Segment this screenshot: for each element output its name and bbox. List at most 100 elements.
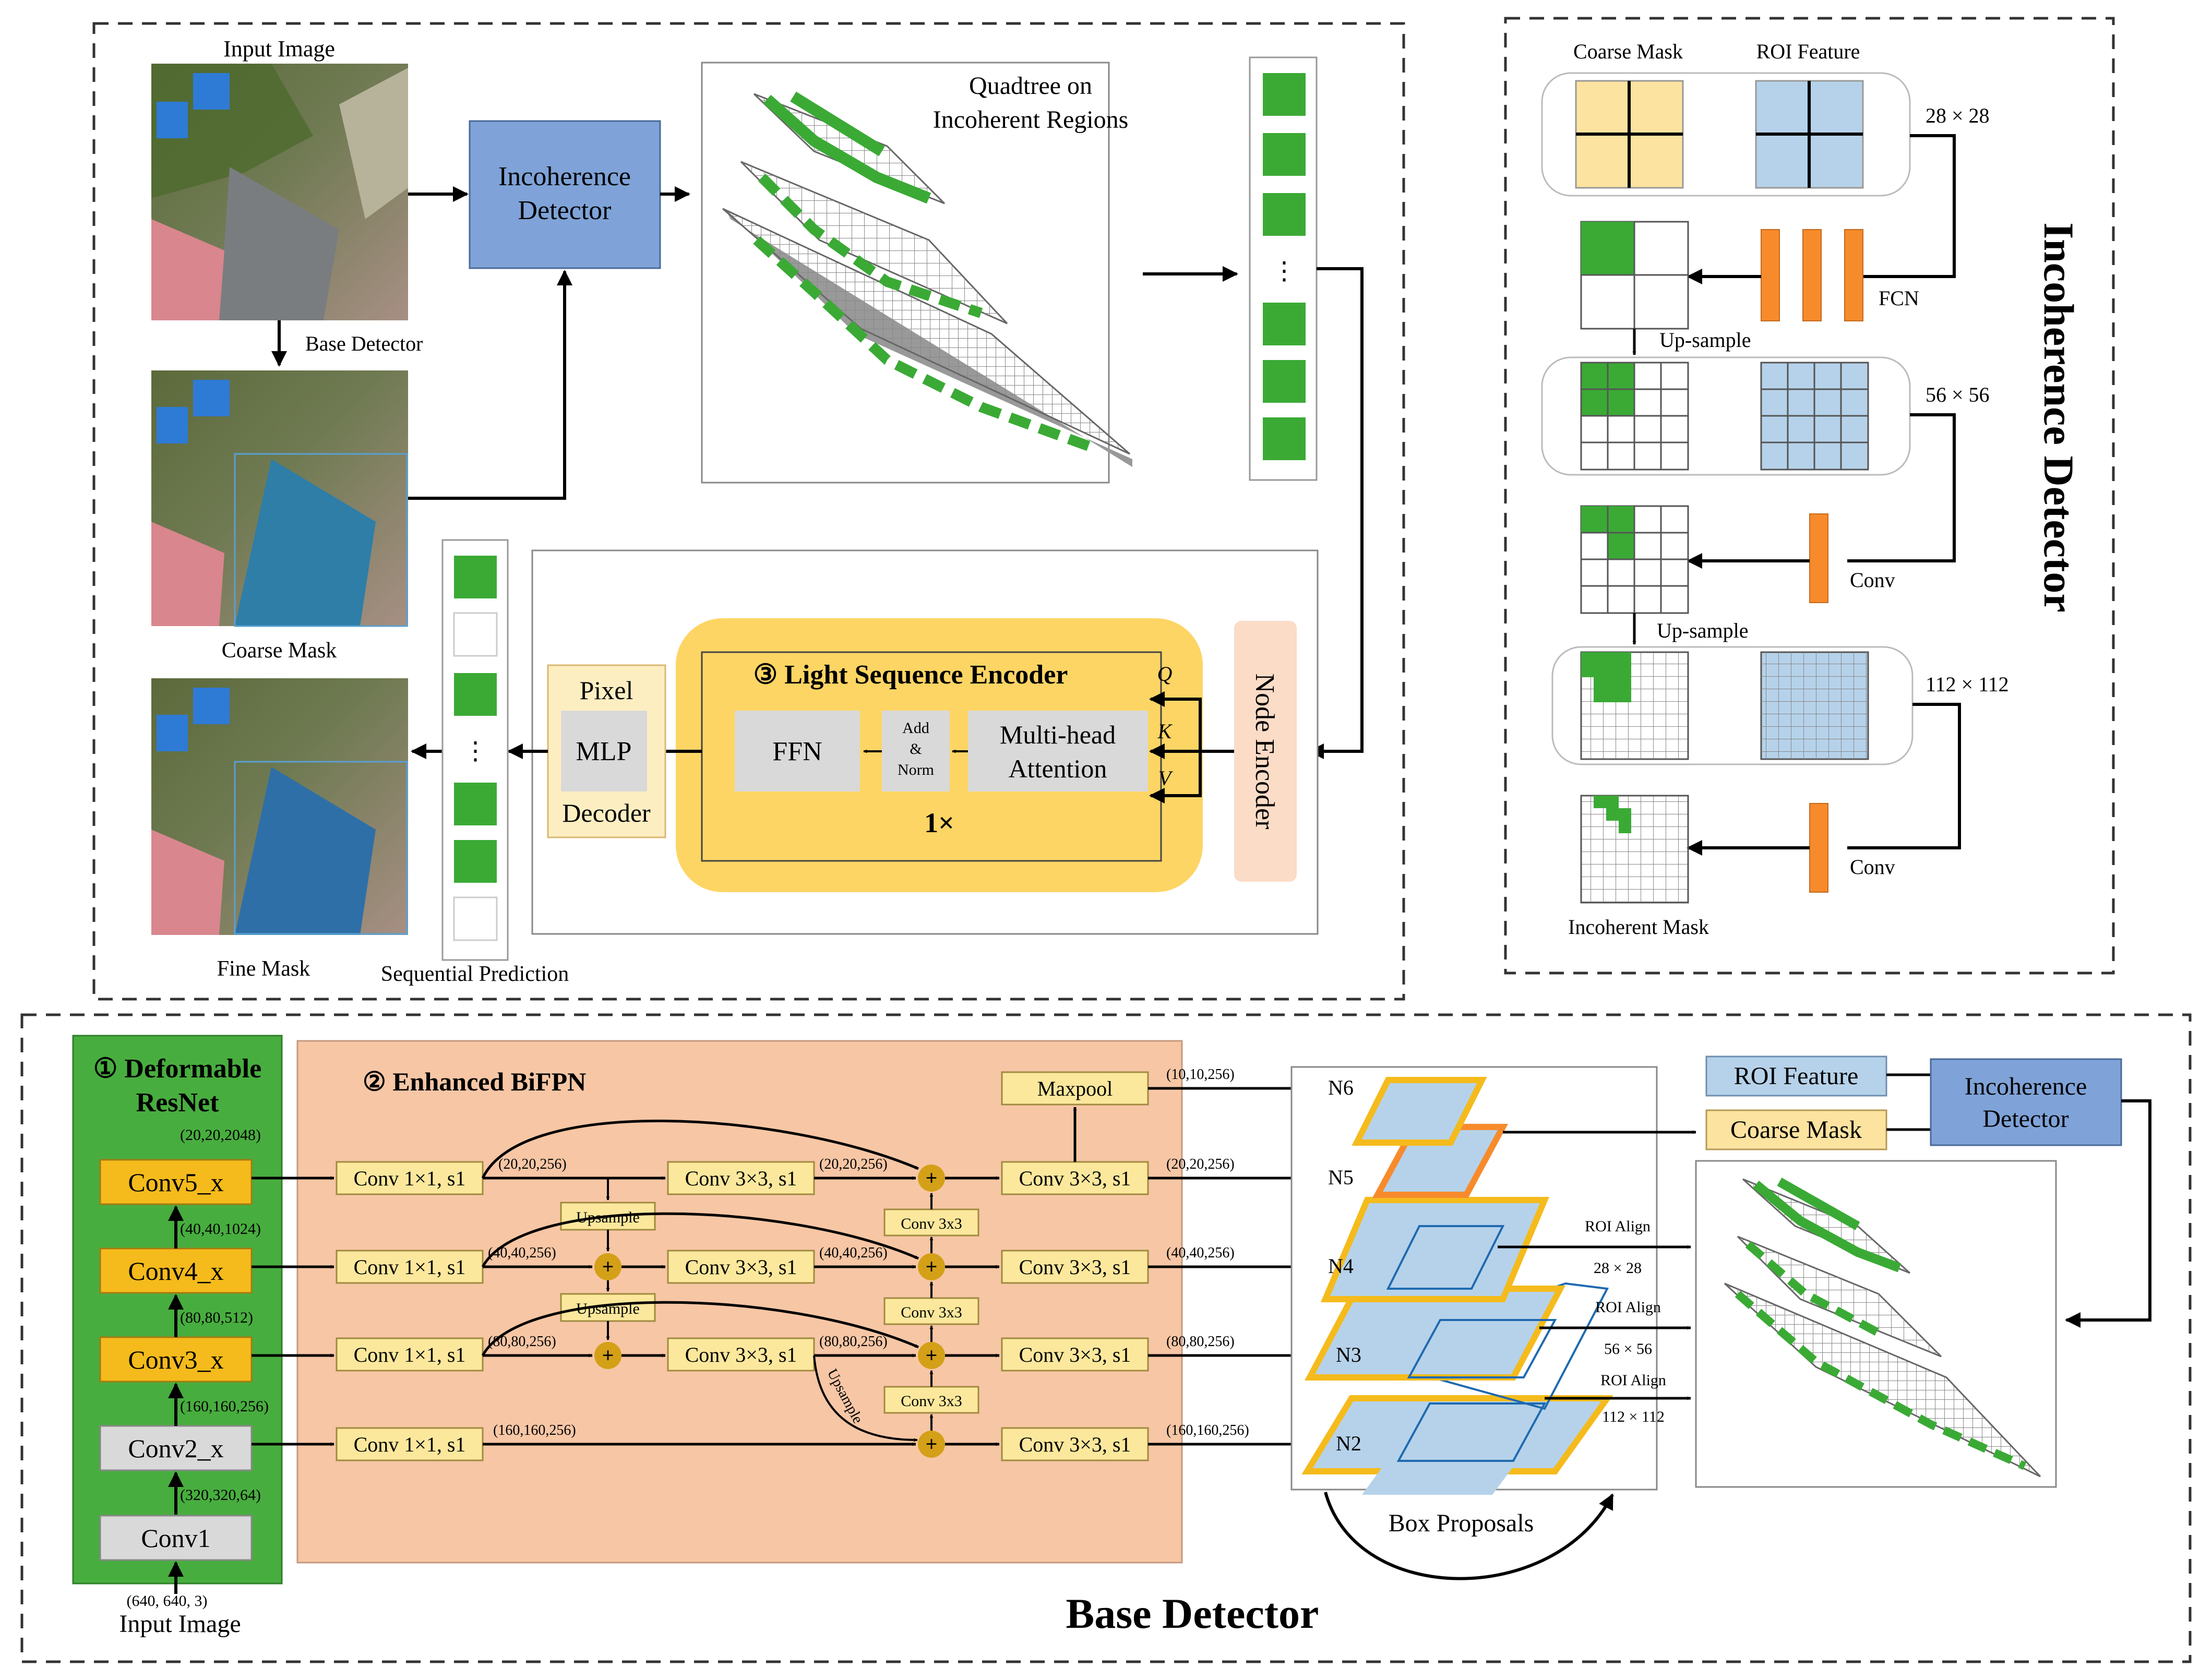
plus-right-4: + xyxy=(926,1255,938,1278)
incoherence-panel-title: Incoherence Detector xyxy=(2035,222,2083,613)
small-conv-b xyxy=(883,1297,979,1325)
fcn-layers xyxy=(1761,229,1863,321)
dim-160-a: (160,160,256) xyxy=(493,1422,576,1438)
node-encoder-box xyxy=(1234,621,1297,882)
node-encoder-label: Node Encoder xyxy=(1250,674,1280,830)
coarse-mask-label: Coarse Mask xyxy=(222,639,337,663)
dim-40-out: (40,40,256) xyxy=(1166,1245,1235,1261)
upsample-2-label: Up-sample xyxy=(1657,619,1749,642)
conv4-label: Conv4_x xyxy=(128,1256,223,1286)
upsample-1-label: Up-sample xyxy=(1659,328,1751,352)
n2-label: N2 xyxy=(1336,1432,1361,1455)
conv1x1-2: Conv 1×1, s1 xyxy=(354,1433,466,1456)
size-112-label: 112 × 112 xyxy=(1926,673,2009,696)
attention-label-2: Attention xyxy=(1009,754,1107,783)
stage2-roi-grid xyxy=(1760,362,1869,471)
dim-80-a: (80,80,256) xyxy=(488,1334,556,1350)
incoherence-detector-box xyxy=(469,120,661,269)
coarse-mask-box xyxy=(1705,1109,1887,1150)
dim-20-a: (20,20,256) xyxy=(498,1156,567,1172)
size-28-label: 28 × 28 xyxy=(1926,104,1990,127)
dim-80-out: (80,80,256) xyxy=(1166,1334,1235,1350)
box-proposals-label: Box Proposals xyxy=(1389,1509,1534,1537)
conv2-box xyxy=(99,1425,253,1471)
dim-40-b: (40,40,256) xyxy=(819,1245,888,1261)
dim-input: (640, 640, 3) xyxy=(127,1592,208,1610)
ffn-label: FFN xyxy=(772,737,822,766)
quadtree-label-1: Quadtree on xyxy=(969,72,1092,100)
mlp-box xyxy=(561,711,647,791)
v-label: V xyxy=(1158,766,1174,790)
pyramid-planes xyxy=(1301,1077,1613,1495)
dim-80-b: (80,80,256) xyxy=(819,1334,888,1350)
incoherence-detector-label-1: Incoherence xyxy=(498,162,631,191)
maxpool-label: Maxpool xyxy=(1037,1077,1113,1100)
node-sequence-items xyxy=(1263,73,1306,460)
k-label: K xyxy=(1157,719,1173,743)
input-image-label: Input Image xyxy=(223,36,335,62)
mid-convs xyxy=(667,1161,815,1372)
conv1-box xyxy=(99,1515,253,1561)
upsample-box-2 xyxy=(560,1293,656,1322)
plus-mid-3 xyxy=(594,1342,621,1369)
mask-2x2 xyxy=(1580,221,1689,330)
conv5-label: Conv5_x xyxy=(128,1168,223,1197)
conv-layer-1 xyxy=(1809,513,1828,603)
incoherent-mask-grid xyxy=(1580,795,1689,904)
roi-feature-label: ROI Feature xyxy=(1734,1062,1859,1090)
dim-conv5: (20,20,2048) xyxy=(180,1126,261,1144)
attention-box xyxy=(968,711,1148,791)
sequential-prediction-column xyxy=(441,539,509,961)
conv-2-label: Conv xyxy=(1850,855,1895,879)
quadtree-layers xyxy=(722,91,1132,467)
conv-layer-2 xyxy=(1809,803,1828,893)
pixel-decoder-top: Pixel xyxy=(580,676,633,705)
sequential-prediction-label: Sequential Prediction xyxy=(381,962,569,986)
conv-1-label: Conv xyxy=(1850,568,1895,592)
coarse-mask-image xyxy=(151,370,408,627)
n4-label: N4 xyxy=(1328,1254,1354,1278)
conv3-label: Conv3_x xyxy=(128,1345,223,1374)
plus-mid-4-label: + xyxy=(602,1255,614,1278)
dim-10-out: (10,10,256) xyxy=(1166,1066,1235,1083)
stage2-coarse-grid xyxy=(1580,362,1689,471)
fine-mask-label: Fine Mask xyxy=(217,957,310,981)
input-image xyxy=(151,64,408,320)
roi-align-3: ROI Align xyxy=(1600,1372,1666,1389)
conv1x1-4: Conv 1×1, s1 xyxy=(354,1255,466,1279)
plus-right-5: + xyxy=(926,1166,938,1190)
dim-40-a: (40,40,256) xyxy=(488,1245,556,1261)
small-conv-c-label: Conv 3x3 xyxy=(901,1393,962,1410)
incoherence-detector-base-1: Incoherence xyxy=(1965,1073,2087,1100)
mid-conv3x3-3: Conv 3×3, s1 xyxy=(685,1343,797,1366)
resnet-title-2: ResNet xyxy=(136,1088,220,1118)
node-sequence-column xyxy=(1249,56,1318,481)
stage1-coarse-grid xyxy=(1575,80,1684,189)
plus-mid-4 xyxy=(594,1253,621,1280)
dim-20-out: (20,20,256) xyxy=(1166,1156,1235,1172)
dim-conv3: (80,80,512) xyxy=(180,1309,253,1326)
out-conv3x3-4: Conv 3×3, s1 xyxy=(1019,1255,1131,1279)
ffn-box xyxy=(735,711,860,791)
incoherence-detector-label-2: Detector xyxy=(518,196,611,225)
node-sequence-ellipsis: ⋮ xyxy=(1272,257,1297,285)
attention-label-1: Multi-head xyxy=(1000,720,1116,749)
conv1x1-3: Conv 1×1, s1 xyxy=(354,1343,466,1366)
maxpool-box xyxy=(1001,1071,1149,1106)
sequential-prediction-items xyxy=(453,556,498,941)
rp-coarse-mask-label: Coarse Mask xyxy=(1573,40,1683,63)
add-norm-box xyxy=(882,711,950,791)
pixel-decoder-bottom: Decoder xyxy=(562,798,651,827)
out-conv3x3-3: Conv 3×3, s1 xyxy=(1019,1343,1131,1366)
coarse-mask-label-base: Coarse Mask xyxy=(1730,1116,1862,1144)
small-conv-b-label: Conv 3x3 xyxy=(901,1304,962,1321)
dim-conv4: (40,40,1024) xyxy=(180,1220,261,1238)
mask-4x4 xyxy=(1580,505,1689,614)
stage1-roi-grid xyxy=(1755,80,1864,189)
resnet-title-1: ① Deformable xyxy=(93,1054,261,1084)
dim-conv2: (160,160,256) xyxy=(180,1398,269,1415)
conv5-box xyxy=(99,1159,253,1205)
sequential-prediction-ellipsis: ⋮ xyxy=(463,737,488,765)
dim-conv1: (320,320,64) xyxy=(180,1486,261,1504)
small-conv-a xyxy=(883,1208,979,1237)
